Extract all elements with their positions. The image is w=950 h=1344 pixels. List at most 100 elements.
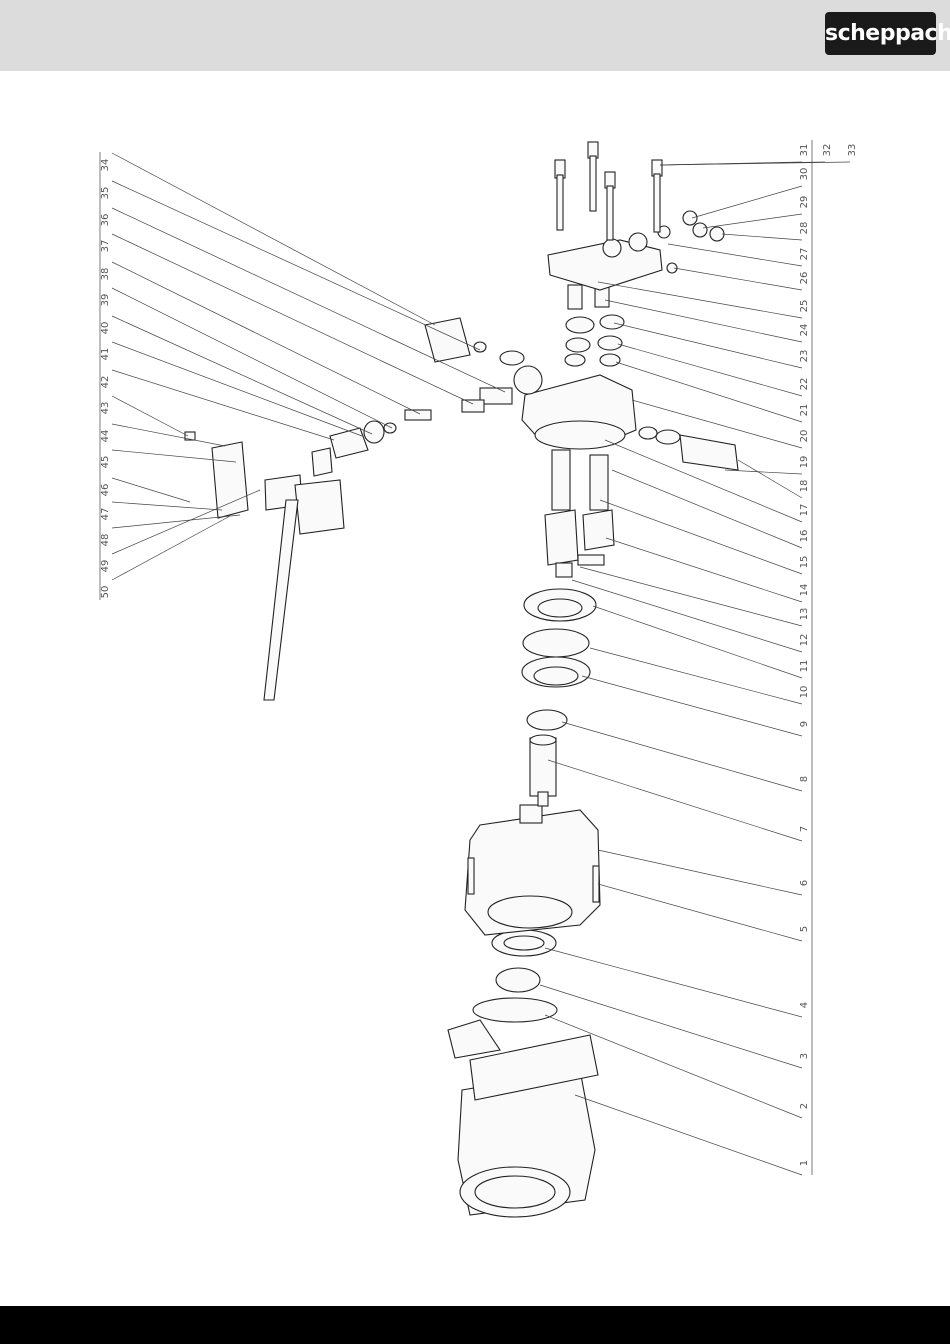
callout-number-43: 43 — [100, 402, 111, 415]
leader-line-23 — [614, 323, 802, 368]
callout-number-32: 32 — [822, 144, 833, 157]
bearing — [527, 710, 567, 730]
callout-number-44: 44 — [100, 430, 111, 443]
leader-line-24 — [605, 300, 802, 342]
leader-line-18 — [738, 460, 802, 498]
leader-line-6 — [598, 850, 802, 895]
callout-number-25: 25 — [799, 300, 810, 313]
parts-drawing — [185, 142, 738, 1217]
callout-number-21: 21 — [799, 404, 810, 417]
valves — [565, 283, 624, 366]
leader-line-19 — [725, 470, 802, 474]
callout-number-28: 28 — [799, 222, 810, 235]
leader-line-16 — [612, 470, 802, 548]
long-bolts — [555, 142, 662, 240]
callout-number-27: 27 — [799, 248, 810, 261]
screw — [468, 858, 474, 894]
callout-number-15: 15 — [799, 556, 810, 569]
leader-line-34 — [112, 153, 435, 325]
leader-line-26 — [674, 268, 802, 290]
callout-number-35: 35 — [100, 187, 111, 200]
callout-number-17: 17 — [799, 504, 810, 517]
leader-line-50 — [112, 516, 230, 580]
leader-line-47 — [112, 502, 222, 510]
callout-number-40: 40 — [100, 322, 111, 335]
callout-number-23: 23 — [799, 350, 810, 363]
callout-number-16: 16 — [799, 530, 810, 543]
callout-number-49: 49 — [100, 560, 111, 573]
leader-line-5 — [598, 884, 802, 941]
callout-number-13: 13 — [799, 608, 810, 621]
bearing — [496, 968, 540, 992]
pressure-switch — [639, 427, 738, 470]
callout-number-10: 10 — [799, 686, 810, 699]
callout-number-14: 14 — [799, 584, 810, 597]
callout-number-37: 37 — [100, 240, 111, 253]
callout-leader-lines — [100, 140, 850, 1175]
callout-number-12: 12 — [799, 634, 810, 647]
pistons — [545, 450, 614, 577]
callout-number-29: 29 — [799, 196, 810, 209]
leader-line-49 — [112, 490, 260, 554]
callout-number-39: 39 — [100, 294, 111, 307]
o-ring — [473, 998, 557, 1022]
callout-number-42: 42 — [100, 376, 111, 389]
callout-number-1: 1 — [799, 1160, 810, 1166]
callout-number-4: 4 — [799, 1002, 810, 1008]
leader-line-1 — [575, 1095, 802, 1175]
leader-line-4 — [545, 948, 802, 1017]
callout-number-50: 50 — [100, 586, 111, 599]
motor-housing — [448, 1020, 598, 1217]
leader-line-29 — [703, 214, 802, 228]
callout-number-7: 7 — [799, 826, 810, 832]
callout-number-18: 18 — [799, 480, 810, 493]
callout-number-19: 19 — [799, 456, 810, 469]
callout-number-5: 5 — [799, 926, 810, 932]
callout-number-20: 20 — [799, 430, 810, 443]
callout-number-34: 34 — [100, 159, 111, 172]
pump-head — [514, 366, 636, 449]
leader-line-22 — [618, 344, 802, 396]
leader-line-8 — [562, 722, 802, 791]
leader-line-41 — [112, 342, 362, 436]
leader-line-10 — [590, 648, 802, 704]
leader-line-42 — [112, 370, 334, 440]
leader-line-21 — [616, 362, 802, 422]
swash-plate — [522, 589, 596, 687]
callout-number-48: 48 — [100, 534, 111, 547]
leader-line-14 — [606, 538, 802, 602]
shaft — [530, 735, 556, 806]
callout-number-8: 8 — [799, 776, 810, 782]
callout-number-46: 46 — [100, 484, 111, 497]
callout-number-31: 31 — [799, 144, 810, 157]
leader-line-33 — [660, 162, 850, 165]
callout-number-30: 30 — [799, 168, 810, 181]
gear — [492, 930, 556, 956]
callout-number-47: 47 — [100, 508, 111, 521]
leader-line-30 — [692, 186, 802, 218]
leader-line-38 — [112, 262, 420, 414]
manifold — [548, 233, 662, 290]
callout-number-38: 38 — [100, 268, 111, 281]
leader-line-28 — [722, 234, 802, 240]
inlet-assembly — [330, 318, 524, 458]
lance-rod — [264, 500, 298, 700]
leader-line-43 — [112, 396, 188, 436]
leader-line-25 — [598, 282, 802, 318]
callout-number-36: 36 — [100, 214, 111, 227]
page-footer — [0, 1306, 950, 1344]
callout-number-6: 6 — [799, 880, 810, 886]
callout-number-24: 24 — [799, 324, 810, 337]
callout-number-26: 26 — [799, 272, 810, 285]
leader-line-27 — [668, 244, 802, 266]
switch-housing — [185, 432, 344, 534]
callout-number-3: 3 — [799, 1053, 810, 1059]
leader-line-44 — [112, 424, 225, 446]
callout-number-41: 41 — [100, 348, 111, 361]
callout-number-33: 33 — [847, 144, 858, 157]
callout-number-2: 2 — [799, 1103, 810, 1109]
nuts-and-washers — [658, 211, 724, 273]
callout-number-11: 11 — [799, 660, 810, 673]
gearbox-housing — [465, 805, 600, 935]
